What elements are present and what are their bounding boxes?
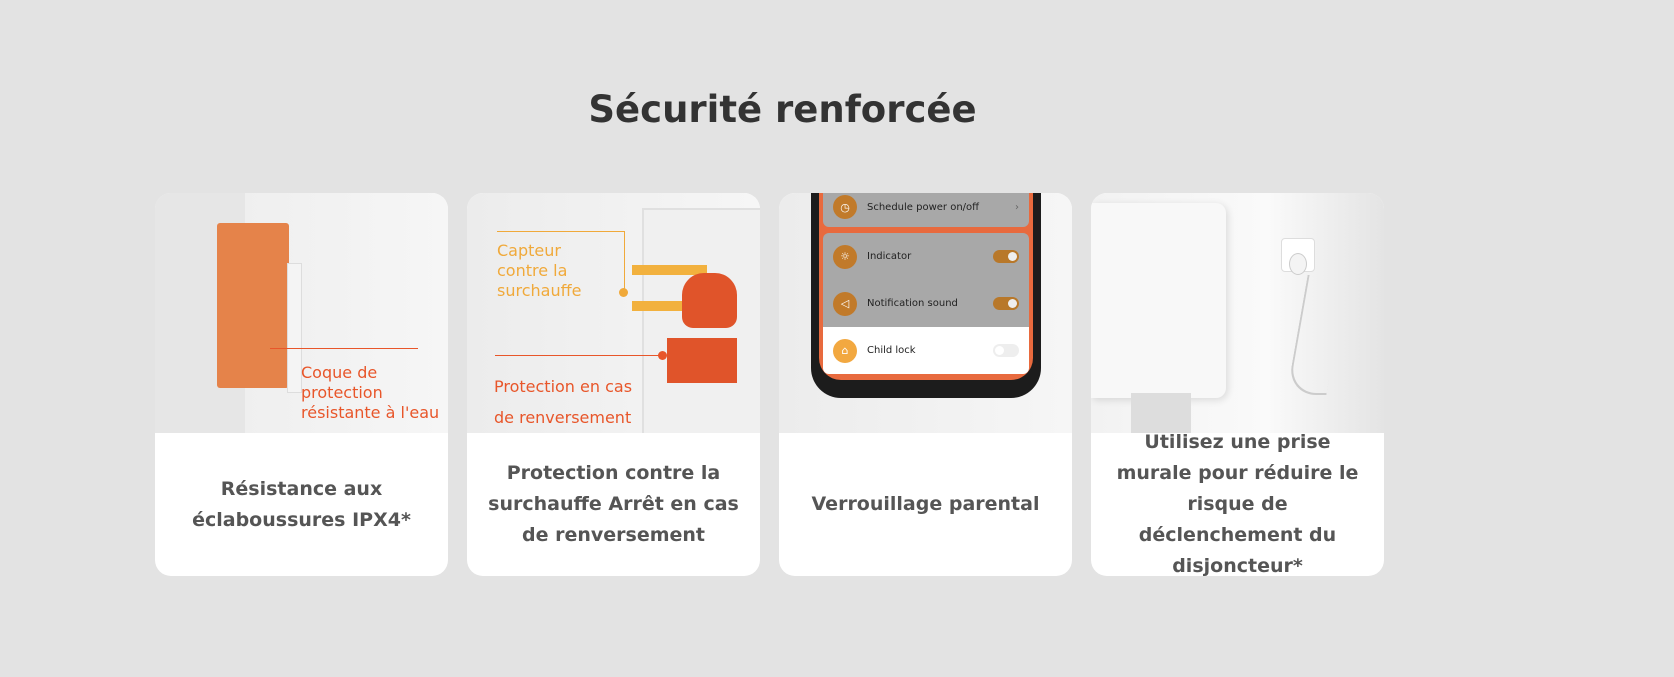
- waterproof-shell-image: Coque de protection résistante à l'eau: [155, 193, 448, 433]
- phone-mockup: ◷Schedule power on/off› ☼Indicator ◁Noti…: [811, 193, 1041, 398]
- card-child-lock: ◷Schedule power on/off› ☼Indicator ◁Noti…: [779, 193, 1072, 576]
- overheat-sensor-image: Capteur contre la surchauffe Protection …: [467, 193, 760, 433]
- label-line: surchauffe: [497, 281, 582, 300]
- card-overheat: Capteur contre la surchauffe Protection …: [467, 193, 760, 576]
- label-line: protection: [301, 383, 383, 402]
- card-caption: Utilisez une prise murale pour réduire l…: [1116, 431, 1359, 576]
- schedule-label: Schedule power on/off: [867, 201, 980, 213]
- clock-icon: ◷: [833, 195, 857, 219]
- card-caption: Résistance aux éclaboussures IPX4*: [192, 477, 411, 531]
- indicator-label: Indicator: [867, 251, 912, 262]
- label-line: contre la: [497, 261, 568, 280]
- child-lock-label: Child lock: [867, 345, 916, 356]
- card-ipx4: Coque de protection résistante à l'eau R…: [155, 193, 448, 576]
- label-line: résistante à l'eau: [301, 403, 440, 422]
- speaker-icon: ◁: [833, 291, 857, 316]
- child-lock-toggle: [993, 344, 1019, 357]
- indicator-icon: ☼: [833, 244, 857, 269]
- lock-icon: ⌂: [833, 338, 857, 363]
- label-line: de renversement: [494, 408, 632, 427]
- notification-label: Notification sound: [867, 298, 958, 309]
- app-screenshot-image: ◷Schedule power on/off› ☼Indicator ◁Noti…: [779, 193, 1072, 433]
- label-line: Coque de: [301, 363, 378, 382]
- label-line: Protection en cas: [494, 377, 633, 396]
- notification-toggle: [993, 297, 1019, 310]
- label-line: Capteur: [497, 241, 561, 260]
- indicator-toggle: [993, 250, 1019, 263]
- card-wall-outlet: Utilisez une prise murale pour réduire l…: [1091, 193, 1384, 576]
- card-caption: Protection contre la surchauffe Arrêt en…: [488, 462, 739, 546]
- page-title: Sécurité renforcée: [588, 88, 977, 131]
- wall-outlet-image: [1091, 193, 1384, 433]
- card-caption: Verrouillage parental: [811, 493, 1040, 515]
